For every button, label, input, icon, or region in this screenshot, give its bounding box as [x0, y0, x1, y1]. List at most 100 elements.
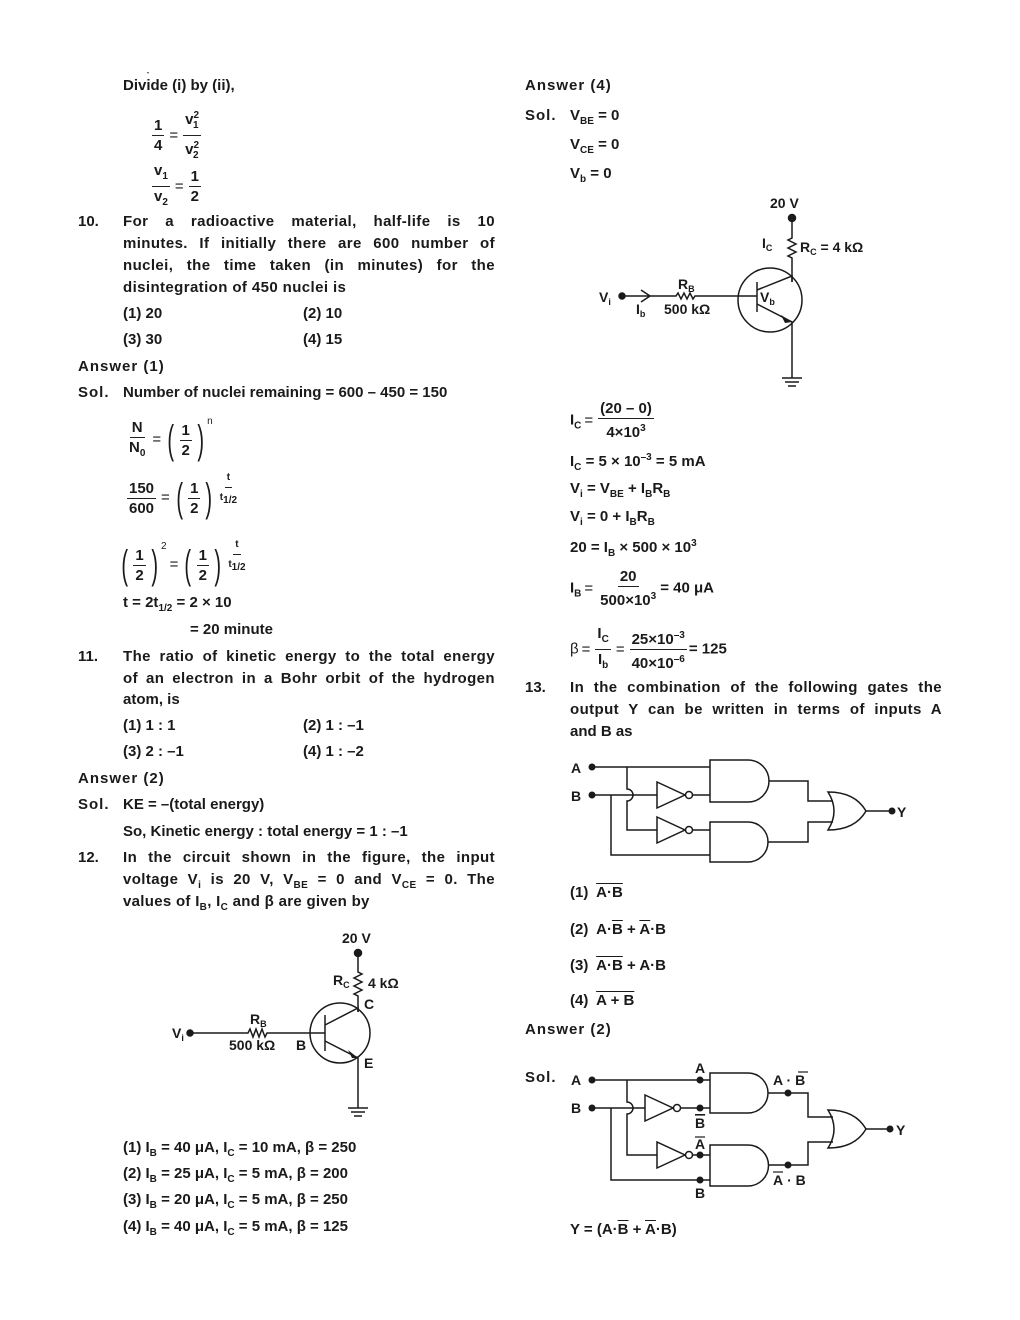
q11-sol-label: Sol.: [78, 796, 110, 813]
q12-option-4: (4) IB = 40 μA, IC = 5 mA, β = 125: [123, 1218, 348, 1238]
q11-number: 11.: [78, 648, 99, 665]
q10-sol-label: Sol.: [78, 384, 110, 401]
supply-label: 20 V: [770, 195, 799, 211]
vbe-line: VBE = 0: [570, 107, 620, 127]
q10-option-1: (1) 20: [123, 305, 163, 322]
and1-output-label: A ·B: [773, 1072, 805, 1088]
q13-line: and B as: [570, 723, 633, 740]
vb-label: Vb: [760, 289, 775, 307]
q11-line: The ratio of kinetic energy to the total…: [123, 648, 495, 665]
twenty-line: 20 = IB × 500 × 103: [570, 538, 697, 559]
time-line-2: = 20 minute: [190, 621, 273, 638]
stray-mark: ": [147, 72, 150, 78]
base-label: B: [296, 1037, 306, 1053]
q12-option-1: (1) IB = 40 μA, IC = 10 mA, β = 250: [123, 1139, 357, 1159]
and2-input-abar: A: [695, 1136, 705, 1152]
rb-value: 500 kΩ: [229, 1037, 275, 1053]
and1-input-a: A: [695, 1060, 705, 1076]
intro-text: Divide (i) by (ii),: [123, 77, 235, 94]
and1-input-bbar: B: [695, 1115, 705, 1131]
q11-line: of an electron in a Bohr orbit of the hy…: [123, 670, 495, 687]
q12-line: values of IB, IC and β are given by: [123, 893, 370, 913]
and2-output-label: A· B: [773, 1172, 806, 1188]
input-b-label: B: [571, 788, 581, 804]
vi-label: Vi: [599, 289, 611, 307]
q11-sol-2: So, Kinetic energy : total energy = 1 : …: [123, 823, 408, 840]
ib-label: Ib: [636, 301, 646, 319]
emitter-arrow: [781, 315, 792, 323]
q12-line: voltage Vi is 20 V, VBE = 0 and VCE = 0.…: [123, 871, 495, 891]
q13-sol-label: Sol.: [525, 1069, 557, 1086]
vb-line: Vb = 0: [570, 165, 612, 185]
q10-line: nuclei, the time taken (in minutes) for …: [123, 257, 495, 274]
rc-label: RC: [333, 972, 350, 990]
result-expression: Y = (A·B + A·B): [570, 1221, 677, 1238]
rb-label: RB: [250, 1011, 267, 1029]
q13-option-4: (4) A + B: [570, 992, 635, 1009]
and2-input-b: B: [695, 1185, 705, 1201]
rb-label: RB: [678, 276, 695, 294]
q10-option-4: (4) 15: [303, 331, 343, 348]
sol12-circuit: [618, 213, 803, 387]
output-y-label: Y: [897, 804, 907, 820]
vi-line-1: Vi = VBE + IBRB: [570, 480, 671, 500]
q13-number: 13.: [525, 679, 546, 696]
q11-option-4: (4) 1 : –2: [303, 743, 364, 760]
time-line-1: t = 2t1/2 = 2 × 10: [123, 594, 232, 614]
rb-value: 500 kΩ: [664, 301, 710, 317]
expr-not-a-and-b: A·B: [596, 884, 623, 901]
q10-option-2: (2) 10: [303, 305, 343, 322]
q13-answer: Answer (2): [525, 1021, 612, 1038]
rc-label: RC = 4 kΩ: [800, 239, 863, 257]
q10-line: For a radioactive material, half-life is…: [123, 213, 495, 230]
q12-number: 12.: [78, 849, 99, 866]
vi-line-2: Vi = 0 + IBRB: [570, 508, 655, 528]
q10-sol-text: Number of nuclei remaining = 600 – 450 =…: [123, 384, 448, 401]
q13-option-2: (2) A·B + A·B: [570, 921, 667, 938]
q11-option-1: (1) 1 : 1: [123, 717, 176, 734]
sol13-gate-diagram: [592, 1072, 890, 1187]
q13-gate-diagram: [592, 759, 892, 863]
q11-line: atom, is: [123, 691, 180, 708]
emitter-label: E: [364, 1055, 373, 1071]
q12-circuit: [186, 948, 371, 1117]
q10-answer: Answer (1): [78, 358, 165, 375]
emitter-arrow: [348, 1050, 358, 1058]
q13-line: In the combination of the following gate…: [570, 679, 942, 696]
q13-option-3: (3) A·B + A·B: [570, 957, 666, 974]
q10-line: minutes. If initially there are 600 numb…: [123, 235, 495, 252]
collector-label: C: [364, 996, 374, 1012]
vce-line: VCE = 0: [570, 136, 620, 156]
q12-option-2: (2) IB = 25 μA, IC = 5 mA, β = 200: [123, 1165, 348, 1185]
output-y-label: Y: [896, 1122, 906, 1138]
q11-answer: Answer (2): [78, 770, 165, 787]
q13-option-1: (1) A·B: [570, 884, 623, 901]
q11-option-3: (3) 2 : –1: [123, 743, 184, 760]
junction-dots: [588, 1076, 894, 1184]
q10-option-3: (3) 30: [123, 331, 163, 348]
q11-sol-1: KE = –(total energy): [123, 796, 265, 813]
ic-label: IC: [762, 235, 773, 253]
input-a-label: A: [571, 1072, 581, 1088]
q12-option-3: (3) IB = 20 μA, IC = 5 mA, β = 250: [123, 1191, 348, 1211]
q10-number: 10.: [78, 213, 99, 230]
input-a-label: A: [571, 760, 581, 776]
q13-line: output Y can be written in terms of inpu…: [570, 701, 942, 718]
vi-label: Vi: [172, 1025, 184, 1043]
input-b-label: B: [571, 1100, 581, 1116]
q12-line: In the circuit shown in the figure, the …: [123, 849, 495, 866]
q12-sol-label: Sol.: [525, 107, 557, 124]
ic-equation: IC=(20 – 0)4×103: [570, 400, 654, 441]
q11-option-2: (2) 1 : –1: [303, 717, 364, 734]
ic-line: IC = 5 × 10–3 = 5 mA: [570, 452, 706, 473]
rc-value: 4 kΩ: [368, 975, 399, 991]
q10-line: disintegration of 450 nuclei is: [123, 279, 347, 296]
supply-label: 20 V: [342, 930, 371, 946]
